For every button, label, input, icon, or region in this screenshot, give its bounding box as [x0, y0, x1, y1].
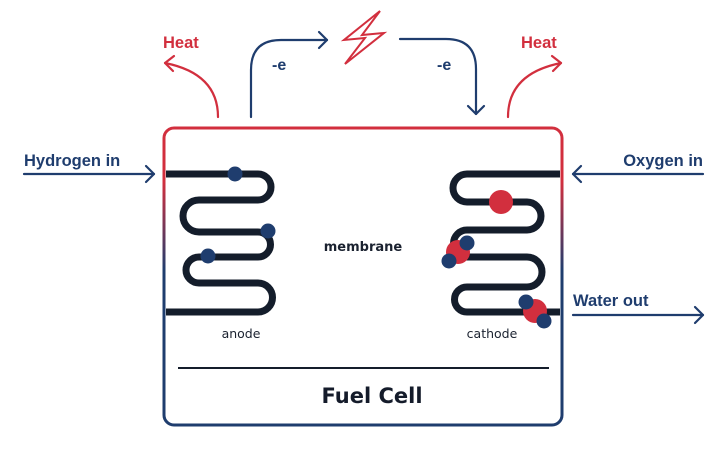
electron-label-left: -e	[272, 57, 286, 74]
hydrogen-in-label: Hydrogen in	[24, 152, 120, 170]
oxygen-in-label: Oxygen in	[623, 152, 703, 170]
anode-electrode	[166, 170, 276, 316]
hydrogen-atom	[227, 166, 243, 182]
hydrogen-atom	[441, 253, 457, 269]
membrane-label: membrane	[324, 240, 403, 255]
hydrogen-in-arrow	[22, 164, 156, 184]
cathode-label: cathode	[467, 326, 518, 341]
oxygen-in-arrow	[571, 164, 705, 184]
anode-hydrogen-atoms	[200, 166, 276, 264]
hydrogen-atom	[536, 313, 552, 329]
hydrogen-atom	[518, 294, 534, 310]
cathode-oxygen-molecule	[489, 190, 513, 214]
water-out-arrow	[571, 305, 705, 325]
heat-arrow-right	[506, 54, 563, 119]
hydrogen-atom	[200, 248, 216, 264]
anode-label: anode	[222, 326, 261, 341]
water-molecule	[441, 235, 475, 269]
electron-label-right: -e	[437, 57, 451, 74]
hydrogen-atom	[260, 223, 276, 239]
lightning-bolt-icon	[340, 10, 388, 65]
hydrogen-atom	[459, 235, 475, 251]
heat-label-right: Heat	[521, 34, 557, 52]
electron-arrow-right	[398, 37, 486, 116]
heat-arrow-left	[163, 54, 220, 119]
diagram-title: Fuel Cell	[321, 384, 422, 408]
electron-arrow-left	[249, 30, 329, 119]
water-molecule	[518, 294, 552, 329]
water-out-label: Water out	[573, 292, 649, 310]
oxygen-atom	[489, 190, 513, 214]
heat-label-left: Heat	[163, 34, 199, 52]
